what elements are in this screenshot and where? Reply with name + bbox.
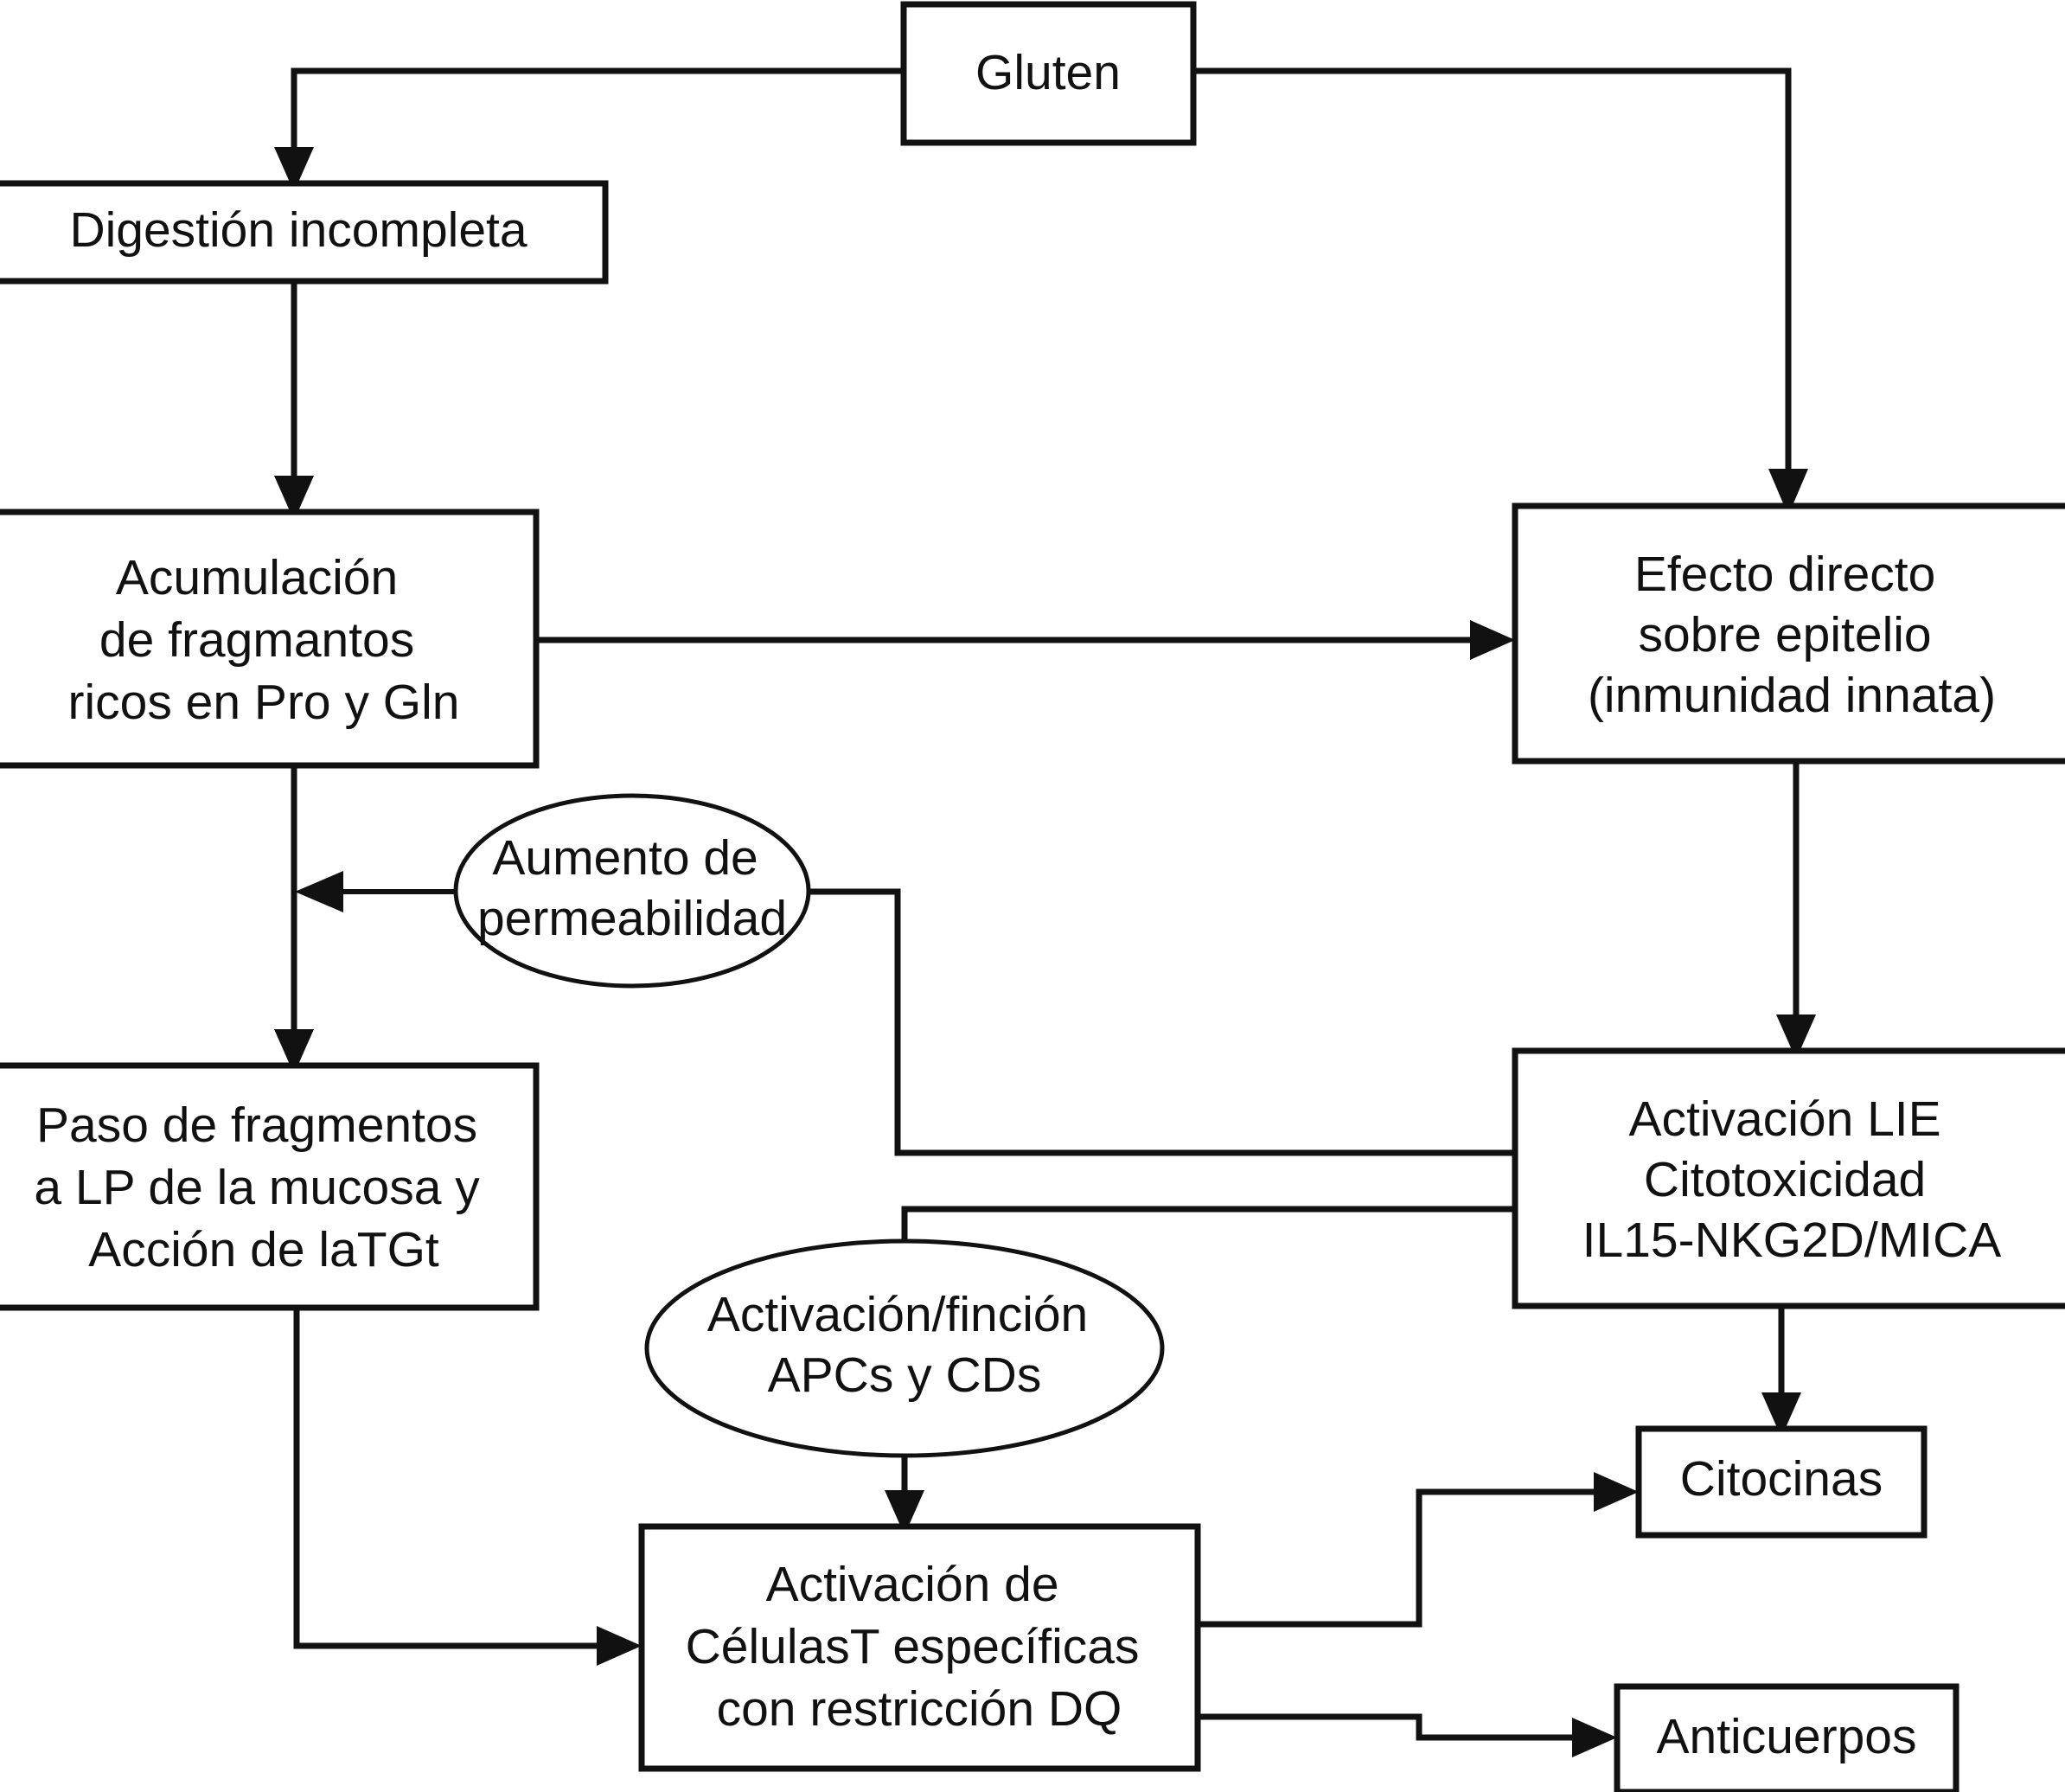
node-activacion-apcs-cds-ellipse[interactable]	[644, 1238, 1165, 1458]
edge-celulas-t-to-anticuerpos	[1198, 1713, 1617, 1757]
node-activacion-lie-box[interactable]	[1512, 1047, 2065, 1309]
node-efecto-directo-epitelio-box[interactable]	[1512, 502, 2065, 765]
arrowhead-down-icon	[1768, 469, 1808, 515]
node-acumulacion-fragmentos-box[interactable]	[0, 509, 540, 769]
edge-layer	[274, 67, 1816, 1757]
arrowhead-right-icon	[597, 1626, 642, 1666]
arrowhead-down-icon	[885, 1490, 924, 1535]
arrowhead-right-icon	[1572, 1718, 1617, 1757]
node-activacion-apcs-cds-label: Activación/finción APCs y CDs	[707, 1287, 1102, 1403]
arrowhead-down-icon	[1776, 1014, 1816, 1059]
arrowhead-right-icon	[1470, 620, 1515, 660]
edge-digestion-to-acumulacion	[274, 281, 314, 521]
edge-acumulacion-to-paso-fragmentos	[274, 765, 314, 1074]
node-gluten-label: Gluten	[975, 45, 1121, 100]
arrowhead-down-icon	[274, 476, 314, 521]
node-paso-fragmentos-lp[interactable]: Paso de fragmentos a LP de la mucosa y A…	[0, 1062, 540, 1311]
arrowhead-down-icon	[274, 1029, 314, 1074]
edge-apcs-cds-to-celulas-t	[885, 1456, 924, 1535]
node-acumulacion-fragmentos-label: Acumulación de fragmantos ricos en Pro y…	[68, 550, 460, 730]
edge-permeabilidad-to-left-column	[295, 871, 456, 912]
node-activacion-lie[interactable]: Activación LIE Citotoxicidad IL15-NKG2D/…	[1512, 1047, 2065, 1309]
edge-celulas-t-to-citocinas	[1198, 1472, 1639, 1628]
node-efecto-directo-epitelio-label: Efecto directo sobre epitelio (inmunidad…	[1588, 547, 1996, 723]
node-paso-fragmentos-lp-label: Paso de fragmentos a LP de la mucosa y A…	[34, 1098, 493, 1277]
node-activacion-celulas-t-box[interactable]	[638, 1523, 1201, 1772]
node-anticuerpos-box[interactable]	[1614, 1683, 1960, 1792]
edge-activacion-lie-to-apcs-cds	[901, 1206, 1515, 1252]
node-gluten[interactable]: Gluten	[900, 1, 1197, 146]
node-activacion-celulas-t[interactable]: Activación de CélulasT específicas con r…	[638, 1523, 1201, 1772]
node-anticuerpos[interactable]: Anticuerpos	[1614, 1683, 1960, 1792]
node-aumento-permeabilidad-ellipse[interactable]	[453, 793, 811, 989]
node-digestion-incompleta[interactable]: Digestión incompleta	[0, 180, 609, 285]
node-aumento-permeabilidad-label: Aumento de permeabilidad	[477, 830, 787, 946]
node-citocinas-label: Citocinas	[1680, 1451, 1883, 1507]
node-citocinas[interactable]: Citocinas	[1635, 1425, 1928, 1539]
node-digestion-incompleta-label: Digestión incompleta	[69, 202, 527, 258]
edge-gluten-to-digestion	[274, 67, 904, 192]
edge-gluten-to-efecto-directo	[1193, 67, 1808, 515]
node-activacion-apcs-cds[interactable]: Activación/finción APCs y CDs	[644, 1238, 1165, 1458]
arrowhead-right-icon	[1594, 1472, 1639, 1512]
node-anticuerpos-label: Anticuerpos	[1656, 1709, 1916, 1764]
edge-activacion-lie-to-permeabilidad	[809, 888, 1515, 1156]
edge-activacion-lie-to-citocinas	[1761, 1306, 1801, 1437]
node-aumento-permeabilidad[interactable]: Aumento de permeabilidad	[453, 793, 811, 989]
arrowhead-down-icon	[1761, 1392, 1801, 1437]
node-citocinas-box[interactable]	[1635, 1425, 1928, 1539]
node-acumulacion-fragmentos[interactable]: Acumulación de fragmantos ricos en Pro y…	[0, 509, 540, 769]
arrowhead-left-icon	[295, 871, 343, 912]
arrowhead-down-icon	[274, 147, 314, 192]
node-activacion-celulas-t-label: Activación de CélulasT específicas con r…	[686, 1557, 1154, 1737]
edge-paso-fragmentos-to-celulas-t	[293, 1308, 642, 1666]
node-digestion-incompleta-box[interactable]	[0, 180, 609, 285]
node-gluten-box[interactable]	[900, 1, 1197, 146]
edge-efecto-directo-to-activacion-lie	[1776, 761, 1816, 1059]
node-paso-fragmentos-lp-box[interactable]	[0, 1062, 540, 1311]
node-efecto-directo-epitelio[interactable]: Efecto directo sobre epitelio (inmunidad…	[1512, 502, 2065, 765]
edge-acumulacion-to-efecto-directo	[536, 620, 1515, 660]
node-activacion-lie-label: Activación LIE Citotoxicidad IL15-NKG2D/…	[1582, 1091, 2002, 1268]
